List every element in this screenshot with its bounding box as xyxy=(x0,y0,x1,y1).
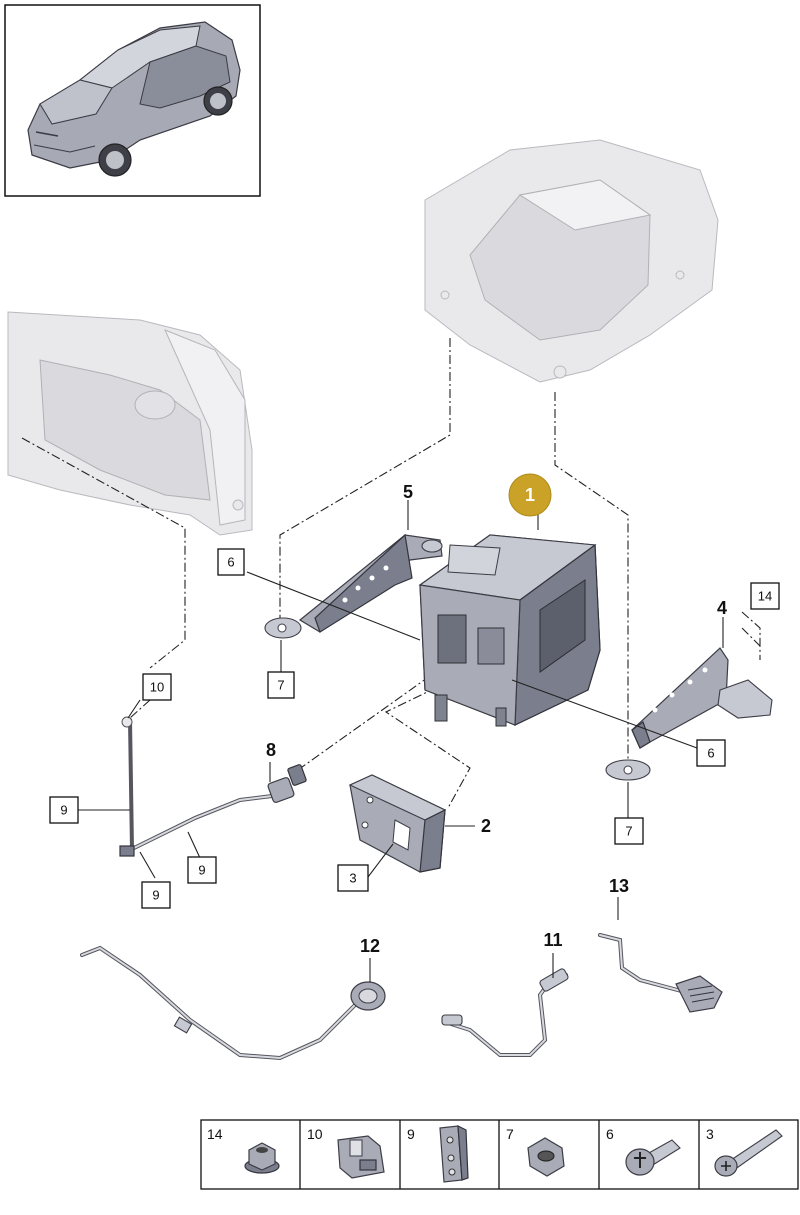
legend-cell-3[interactable]: 3 xyxy=(706,1126,783,1177)
assembly-lines xyxy=(21,338,761,809)
legend-cell-9[interactable]: 9 xyxy=(407,1124,469,1183)
callout-9-mid[interactable]: 9 xyxy=(187,856,217,884)
fastener-legend: 14 10 9 xyxy=(200,1119,799,1190)
svg-text:7: 7 xyxy=(277,678,284,693)
bracket-part-5[interactable] xyxy=(264,533,443,639)
callout-6-right[interactable]: 6 xyxy=(696,739,726,767)
callout-3[interactable]: 3 xyxy=(337,864,369,892)
main-control-unit[interactable] xyxy=(418,534,601,727)
legend-cell-14[interactable]: 14 xyxy=(207,1126,280,1174)
svg-text:12: 12 xyxy=(360,936,380,956)
cable-holder-icon xyxy=(439,1124,469,1183)
svg-text:2: 2 xyxy=(481,816,491,836)
svg-text:7: 7 xyxy=(506,1126,514,1142)
callout-11[interactable]: 11 xyxy=(543,930,562,950)
callout-4[interactable]: 4 xyxy=(717,598,727,618)
svg-text:10: 10 xyxy=(307,1126,323,1142)
svg-text:1: 1 xyxy=(525,485,535,505)
legend-cell-7[interactable]: 7 xyxy=(506,1126,565,1177)
hex-nut-icon xyxy=(527,1137,565,1177)
callout-1[interactable]: 1 xyxy=(508,473,552,517)
callout-14[interactable]: 14 xyxy=(750,582,780,610)
long-bolt-icon xyxy=(714,1129,783,1177)
flange-nut-icon xyxy=(244,1142,280,1174)
svg-text:5: 5 xyxy=(403,482,413,502)
body-panel-left xyxy=(7,311,253,536)
callout-9-bottom[interactable]: 9 xyxy=(141,881,171,909)
svg-text:3: 3 xyxy=(706,1126,714,1142)
svg-text:7: 7 xyxy=(625,824,632,839)
callout-6-left[interactable]: 6 xyxy=(217,548,245,576)
legend-cell-10[interactable]: 10 xyxy=(307,1126,385,1179)
callout-13[interactable]: 13 xyxy=(609,876,629,896)
cable-part-8[interactable] xyxy=(119,716,307,857)
svg-text:9: 9 xyxy=(60,803,67,818)
ground-strap-part-11[interactable] xyxy=(441,968,569,1057)
svg-text:6: 6 xyxy=(707,746,714,761)
svg-text:13: 13 xyxy=(609,876,629,896)
callout-12[interactable]: 12 xyxy=(360,936,380,956)
legend-cell-6[interactable]: 6 xyxy=(606,1126,681,1176)
mounting-plate-part-2[interactable] xyxy=(348,774,447,873)
suv-illustration-icon xyxy=(27,21,241,177)
svg-text:9: 9 xyxy=(198,863,205,878)
svg-text:4: 4 xyxy=(717,598,727,618)
vehicle-thumbnail[interactable] xyxy=(4,4,261,197)
leader-lines xyxy=(78,500,724,982)
svg-text:6: 6 xyxy=(227,555,234,570)
svg-text:3: 3 xyxy=(349,871,356,886)
svg-text:9: 9 xyxy=(407,1126,415,1142)
callout-7-right[interactable]: 7 xyxy=(614,817,644,845)
ground-strap-part-13[interactable] xyxy=(598,933,723,1013)
body-panel-top xyxy=(424,139,719,383)
torx-bolt-icon xyxy=(625,1139,681,1176)
callout-7-left[interactable]: 7 xyxy=(267,671,295,699)
callout-5[interactable]: 5 xyxy=(403,482,413,502)
callout-9-left[interactable]: 9 xyxy=(49,796,79,824)
svg-text:14: 14 xyxy=(207,1126,223,1142)
bracket-part-4[interactable] xyxy=(605,647,773,781)
callout-8[interactable]: 8 xyxy=(266,740,276,760)
svg-text:6: 6 xyxy=(606,1126,614,1142)
svg-text:14: 14 xyxy=(758,589,772,604)
callout-2[interactable]: 2 xyxy=(481,816,491,836)
svg-text:11: 11 xyxy=(543,930,562,950)
clip-bracket-icon xyxy=(337,1135,385,1179)
svg-text:10: 10 xyxy=(150,680,164,695)
cable-part-12[interactable] xyxy=(80,945,386,1061)
svg-text:9: 9 xyxy=(152,888,159,903)
svg-text:8: 8 xyxy=(266,740,276,760)
callout-10[interactable]: 10 xyxy=(142,673,172,701)
